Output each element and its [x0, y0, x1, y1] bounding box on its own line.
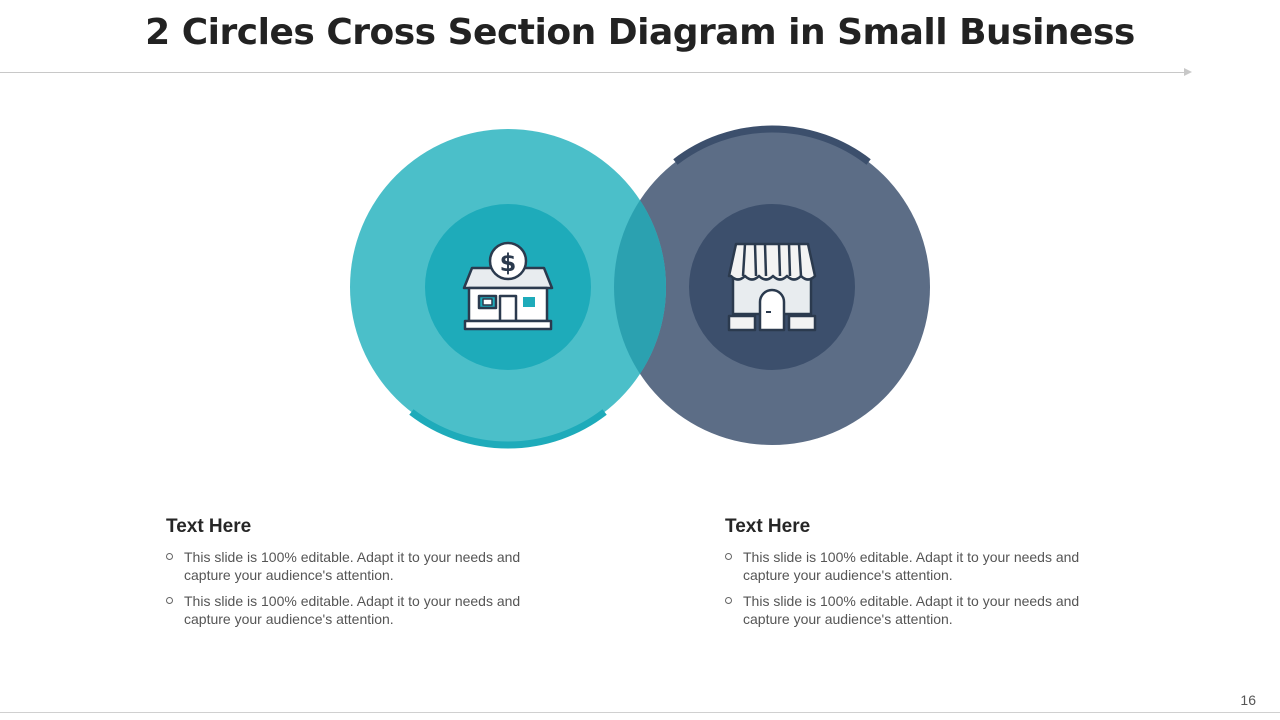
bullet-item: This slide is 100% editable. Adapt it to… — [725, 592, 1113, 628]
svg-text:$: $ — [500, 249, 517, 277]
bottom-divider — [0, 712, 1280, 713]
block-heading: Text Here — [725, 516, 811, 537]
block-heading: Text Here — [166, 516, 252, 537]
bullet-circle-icon — [725, 597, 732, 604]
circle-right-arc — [673, 125, 871, 165]
text-block-right: Text Here This slide is 100% editable. A… — [725, 516, 1125, 636]
shop-dollar-icon: $ — [462, 241, 554, 331]
bullet-item: This slide is 100% editable. Adapt it to… — [166, 548, 554, 584]
bullet-text: This slide is 100% editable. Adapt it to… — [184, 549, 521, 583]
bullet-item: This slide is 100% editable. Adapt it to… — [166, 592, 554, 628]
bullet-text: This slide is 100% editable. Adapt it to… — [184, 593, 521, 627]
bullet-circle-icon — [725, 553, 732, 560]
bullet-circle-icon — [166, 553, 173, 560]
bullet-item: This slide is 100% editable. Adapt it to… — [725, 548, 1113, 584]
bullet-text: This slide is 100% editable. Adapt it to… — [743, 593, 1080, 627]
circle-left-arc — [409, 409, 607, 449]
bullet-circle-icon — [166, 597, 173, 604]
page-number: 16 — [1240, 692, 1256, 708]
title-divider — [0, 72, 1186, 73]
bullet-text: This slide is 100% editable. Adapt it to… — [743, 549, 1080, 583]
slide-title: 2 Circles Cross Section Diagram in Small… — [145, 12, 1135, 53]
storefront-awning-icon — [727, 242, 817, 332]
title-arrow-icon — [1184, 68, 1192, 76]
text-block-left: Text Here This slide is 100% editable. A… — [166, 516, 566, 636]
